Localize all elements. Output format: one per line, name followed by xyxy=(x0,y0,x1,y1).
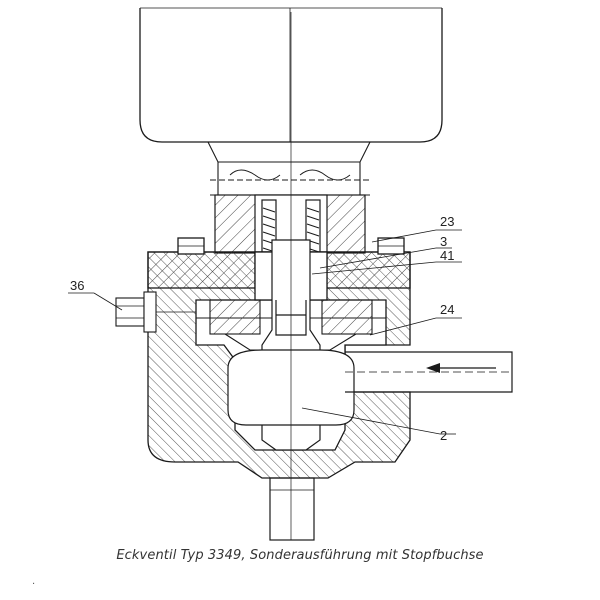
outlet-pipe xyxy=(269,477,315,541)
side-screw xyxy=(115,291,196,333)
callout-36: 36 xyxy=(70,278,84,293)
callout-23: 23 xyxy=(440,214,454,229)
callout-2: 2 xyxy=(440,428,447,443)
stray-mark: . xyxy=(32,576,36,587)
yoke-coupling xyxy=(207,141,371,196)
figure-caption: Eckventil Typ 3349, Sonderausführung mit… xyxy=(116,548,484,563)
leader-lines xyxy=(68,229,462,435)
inlet-pipe xyxy=(345,351,513,393)
callout-24: 24 xyxy=(440,302,454,317)
callout-3: 3 xyxy=(440,234,447,249)
flow-arrow-icon xyxy=(426,363,496,373)
callout-41: 41 xyxy=(440,248,454,263)
seat-ring xyxy=(196,299,386,351)
